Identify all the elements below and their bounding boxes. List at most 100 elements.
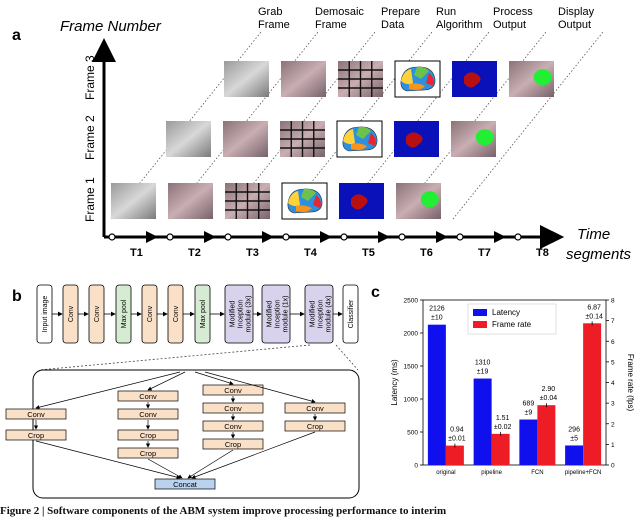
module-crop-label: Crop (140, 431, 156, 440)
module-arrow (35, 371, 181, 410)
latency-bar (519, 419, 538, 465)
latency-data-label: 2126 (429, 306, 445, 313)
latency-bar (565, 445, 584, 465)
latency-data-error: ±10 (431, 315, 443, 322)
time-tick-label: T5 (362, 247, 375, 259)
module-conv (202, 420, 264, 432)
tile-gray (166, 121, 211, 157)
y-tick-label: 2000 (404, 331, 419, 338)
frame-rate-data-error: ±0.01 (448, 436, 466, 443)
legend-swatch (473, 309, 487, 316)
cnn-block-label: Conv (68, 305, 75, 322)
tile-pink (223, 121, 268, 157)
y-axis-title: Frame Number (60, 18, 162, 35)
tile-grid (338, 61, 383, 97)
module-arrow (35, 440, 181, 480)
module-arrow (187, 449, 234, 479)
y2-tick-label: 0 (611, 463, 615, 470)
stage-run-line1: Run (436, 6, 456, 18)
tile-brain (336, 120, 383, 158)
guide-line (452, 31, 604, 220)
time-tick-marker (166, 233, 174, 241)
tile-green (451, 121, 496, 157)
latency-data-label: 296 (568, 426, 580, 433)
time-tick-marker (224, 233, 232, 241)
module-crop-label: Crop (28, 431, 44, 440)
cnn-block-label: Classifier (348, 299, 355, 328)
cnn-block-label: Conv (94, 305, 101, 322)
frame-rate-data-error: ±0.14 (585, 313, 603, 320)
frame-rate-data-label: 0.94 (450, 427, 464, 434)
module-crop (202, 438, 264, 450)
frame-rate-data-label: 1.51 (496, 415, 510, 422)
module-crop (117, 447, 179, 459)
y2-tick-label: 6 (611, 339, 615, 346)
y2-tick-label: 3 (611, 401, 615, 408)
module-conv-label: Conv (139, 410, 157, 419)
time-tick-marker (340, 233, 348, 241)
x-tick-label: pipeline (481, 470, 502, 476)
frame-rate-data-error: ±0.04 (540, 395, 558, 402)
tile-pink (168, 183, 213, 219)
module-arrow (147, 371, 186, 391)
y-tick-label: 1000 (404, 397, 419, 404)
tile-green (509, 61, 554, 97)
y-axis-label: Latency (ms) (390, 359, 399, 406)
x-axis-title-line1: Time (577, 226, 610, 243)
cnn-block-label: ModifiedInceptionmodule (4x) (310, 296, 333, 333)
y-tick-label: 1500 (404, 364, 419, 371)
module-conv (117, 408, 179, 420)
legend-label: Frame rate (492, 320, 532, 329)
time-tick-marker (108, 233, 116, 241)
y2-tick-label: 8 (611, 298, 615, 305)
legend-swatch (473, 321, 487, 328)
latency-data-error: ±19 (477, 369, 489, 376)
module-crop-label: Crop (307, 422, 323, 431)
tile-gray (111, 183, 156, 219)
module-crop (284, 420, 346, 432)
tile-blue (394, 121, 439, 157)
time-tick-label: T8 (536, 247, 549, 259)
cnn-block-label: Conv (147, 305, 154, 322)
y-tick-label: 2500 (404, 298, 419, 305)
stage-grab-line2: Frame (258, 19, 290, 31)
frame-rate-data-error: ±0.02 (494, 424, 512, 431)
cnn-block-label: ModifiedInceptionmodule (3x) (230, 296, 253, 333)
frame-rate-data-label: 2.90 (542, 386, 556, 393)
stage-display-line2: Output (558, 19, 591, 31)
frame-1-label: Frame 1 (83, 177, 97, 222)
module-conv-label: Conv (27, 410, 45, 419)
stage-prepare-line1: Prepare (381, 6, 420, 18)
tile-gray (224, 61, 269, 97)
tile-pink (281, 61, 326, 97)
time-tick-marker (456, 233, 464, 241)
time-tick-marker (282, 233, 290, 241)
module-conv-label: Conv (306, 404, 324, 413)
frame-rate-data-label: 6.87 (587, 304, 601, 311)
frame-rate-bar (491, 433, 510, 465)
tile-blue (452, 61, 497, 97)
module-crop-label: Crop (225, 440, 241, 449)
inception-module-contents: ConvCropConvConvCropCropConvConvConvCrop… (5, 371, 346, 490)
frame-rate-bar (583, 323, 602, 465)
figure-caption: Figure 2 | Software components of the AB… (0, 505, 447, 517)
module-crop (117, 429, 179, 441)
latency-data-label: 1310 (475, 360, 491, 367)
x-tick-label: original (436, 470, 455, 476)
module-conv-label: Conv (224, 422, 242, 431)
tile-grid (225, 183, 270, 219)
y-tick-label: 500 (407, 430, 418, 437)
module-concat-label: Concat (173, 480, 198, 489)
cnn-block-label: Max pool (121, 299, 128, 328)
panel-a-label: a (12, 27, 21, 44)
time-tick-label: T6 (420, 247, 433, 259)
tile-grid (280, 121, 325, 157)
module-conv-label: Conv (139, 392, 157, 401)
time-tick-label: T1 (130, 247, 143, 259)
cnn-block-label: Conv (173, 305, 180, 322)
stage-process-line2: Output (493, 19, 526, 31)
